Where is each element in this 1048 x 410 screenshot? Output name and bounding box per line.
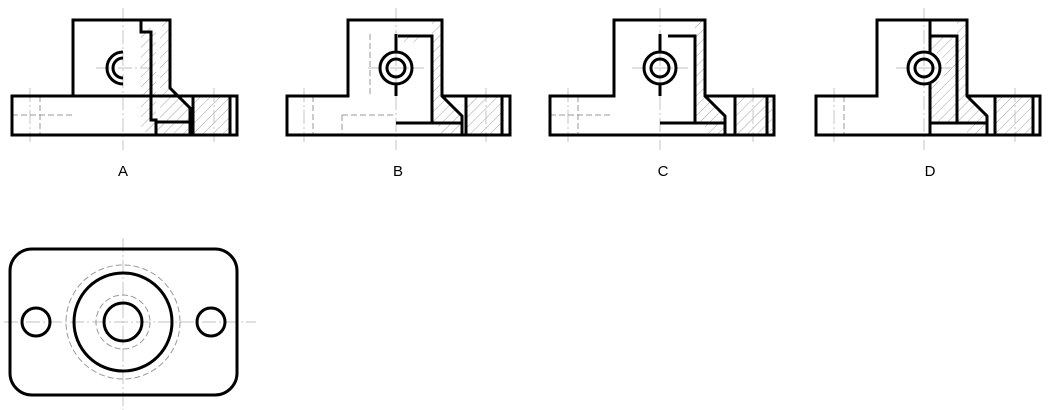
option-label-d: D [925,163,936,180]
option-a-view[interactable] [10,8,239,150]
option-label-a: A [118,163,128,180]
top-view [4,238,256,410]
center-lines [4,238,256,410]
visible-outline [814,18,1042,137]
hidden-lines [12,96,72,135]
visible-outline [548,18,776,137]
option-label-c: C [658,163,669,180]
option-b-view[interactable] [285,8,512,150]
hidden-lines [65,264,181,380]
section-hatch [141,20,231,135]
option-c-view[interactable] [548,8,776,150]
section-hatch [930,20,1033,135]
hidden-lines [312,34,396,135]
option-d-view[interactable] [814,8,1042,150]
hidden-lines [550,96,612,135]
visible-outline [8,247,239,397]
section-hatch [398,20,504,135]
option-label-b: B [393,163,403,180]
visible-outline [10,18,239,137]
visible-outline [285,18,512,137]
